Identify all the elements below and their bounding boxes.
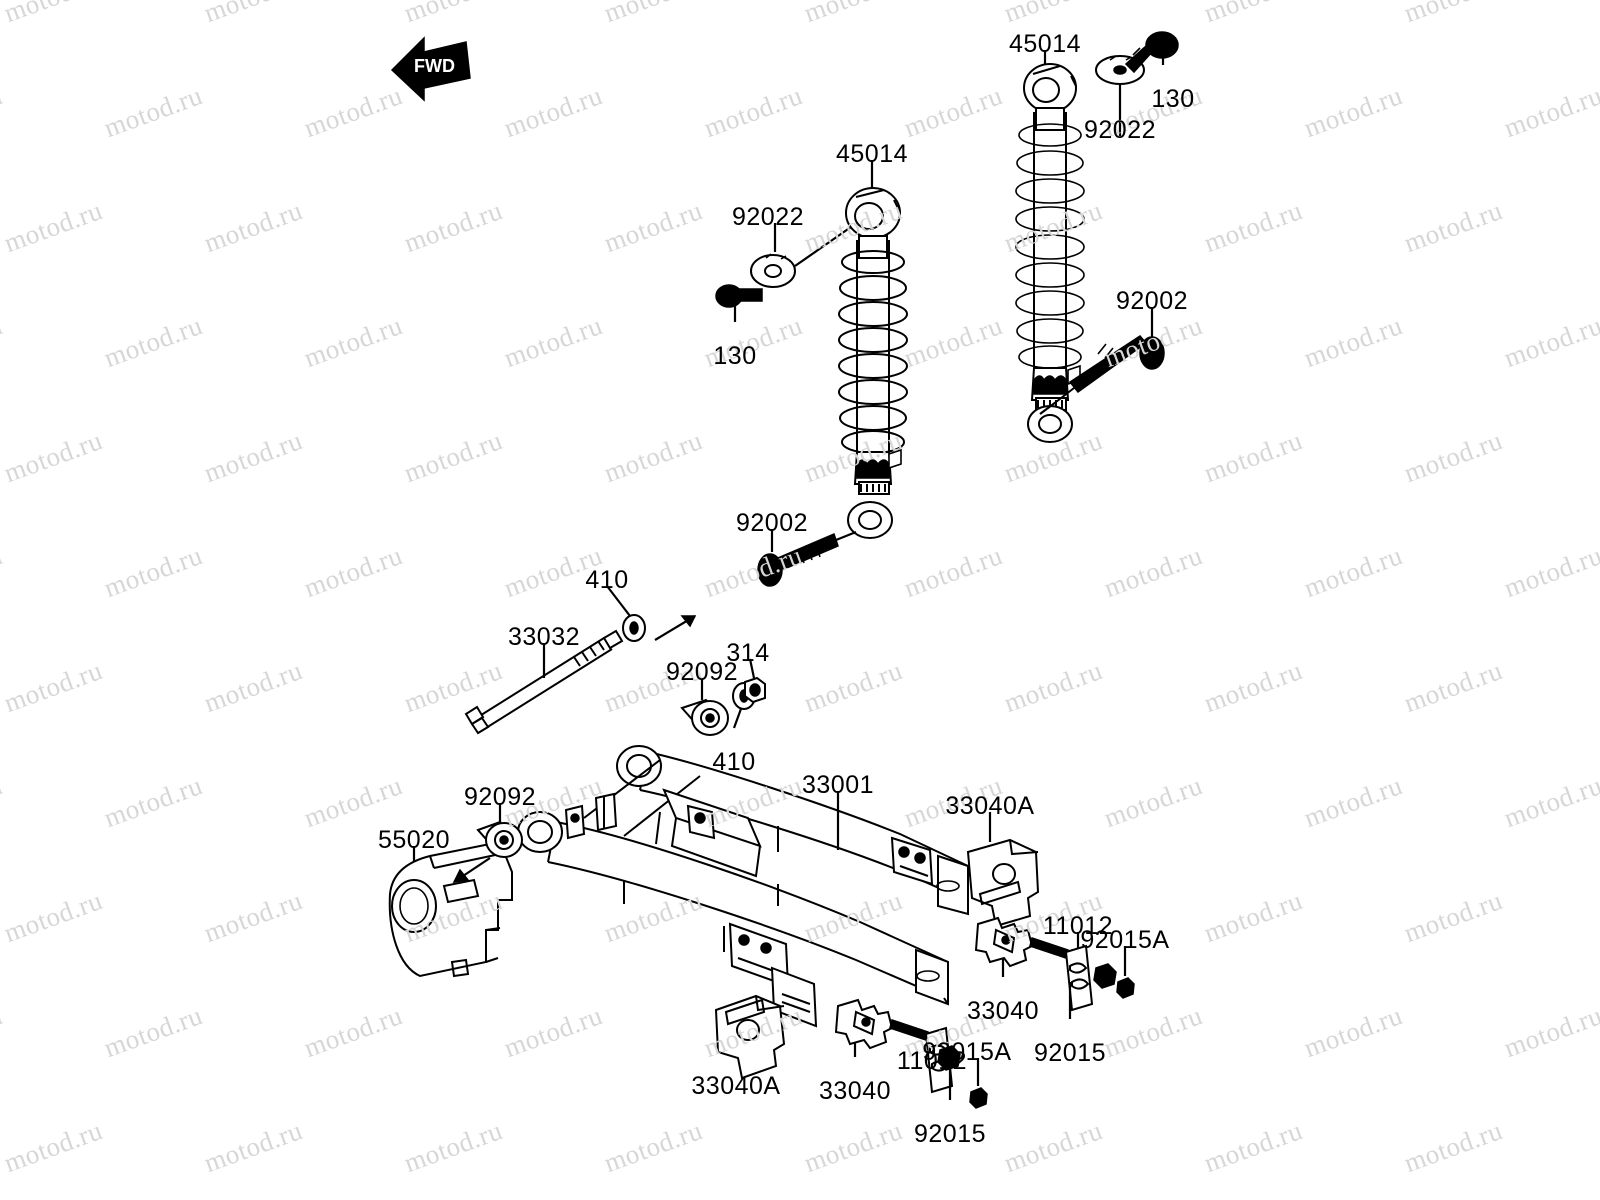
part-number-11012: 11012 (1042, 912, 1114, 940)
bushing-lower (452, 803, 523, 883)
part-number-92002: 92002 (1115, 287, 1189, 315)
part-number-92015A: 92015A (1080, 926, 1170, 954)
part-number-33040: 33040 (818, 1077, 892, 1105)
part-number-11012: 11012 (896, 1047, 968, 1075)
chain-adjuster-right (974, 916, 1069, 977)
part-number-45014: 45014 (835, 140, 909, 168)
part-number-33040: 33040 (966, 997, 1040, 1025)
part-number-92015: 92015 (1033, 1039, 1107, 1067)
part-number-92015A: 92015A (922, 1038, 1012, 1066)
chain-adjuster-bracket-left (714, 994, 786, 1080)
washer-pivot-upper (606, 585, 697, 642)
part-number-92022: 92022 (731, 203, 805, 231)
fwd-arrow-icon: FWD (390, 36, 471, 102)
nut-left (937, 1045, 961, 1100)
bolt-right-lower (1039, 307, 1165, 415)
bolt-left-upper (715, 284, 763, 322)
nut-left-a (969, 1058, 988, 1109)
part-number-410: 410 (585, 566, 629, 594)
bolt-right-upper (1124, 31, 1179, 74)
chain-guard (388, 840, 513, 978)
part-number-92022: 92022 (1083, 116, 1157, 144)
part-number-130: 130 (1151, 85, 1195, 113)
part-number-33040A: 33040A (945, 792, 1035, 820)
swingarm (517, 745, 969, 1028)
part-number-33001: 33001 (801, 771, 875, 799)
bolt-left-lower (757, 529, 857, 587)
part-number-130: 130 (713, 342, 757, 370)
nut-pivot (744, 658, 766, 704)
part-number-410: 410 (712, 748, 756, 776)
chain-adjuster-bracket-right (966, 812, 1040, 928)
pivot-shaft (464, 629, 624, 735)
bushing-upper (680, 678, 729, 736)
nut-right-a (1116, 946, 1135, 999)
part-number-92015: 92015 (913, 1120, 987, 1148)
part-number-33040A: 33040A (691, 1072, 781, 1100)
part-number-92002: 92002 (735, 509, 809, 537)
nut-right (1068, 963, 1117, 1019)
part-number-314: 314 (726, 639, 770, 667)
washer-left-upper (750, 223, 852, 288)
part-number-33032: 33032 (507, 623, 581, 651)
part-number-45014: 45014 (1008, 30, 1082, 58)
shock-absorber-right (1015, 50, 1085, 443)
shock-absorber-left (838, 160, 908, 539)
part-number-92092: 92092 (665, 658, 739, 686)
svg-text:FWD: FWD (414, 56, 455, 76)
part-number-55020: 55020 (377, 826, 451, 854)
chain-adjuster-left (834, 998, 929, 1057)
part-number-92092: 92092 (463, 783, 537, 811)
